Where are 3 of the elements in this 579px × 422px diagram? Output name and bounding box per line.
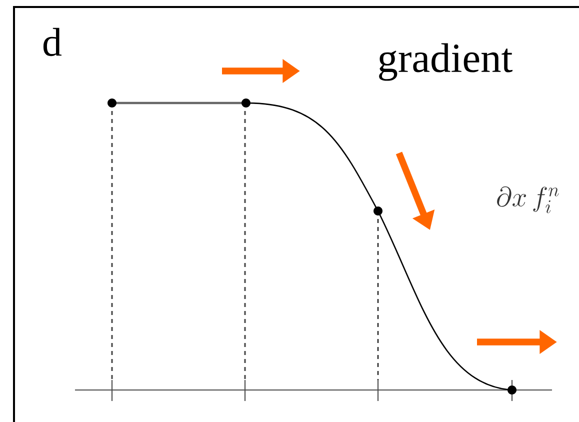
heading-label: gradient [379,43,512,81]
panel-letter: d [43,28,62,56]
formula-label: $\partial x\, f_i^n$ [497,186,559,214]
